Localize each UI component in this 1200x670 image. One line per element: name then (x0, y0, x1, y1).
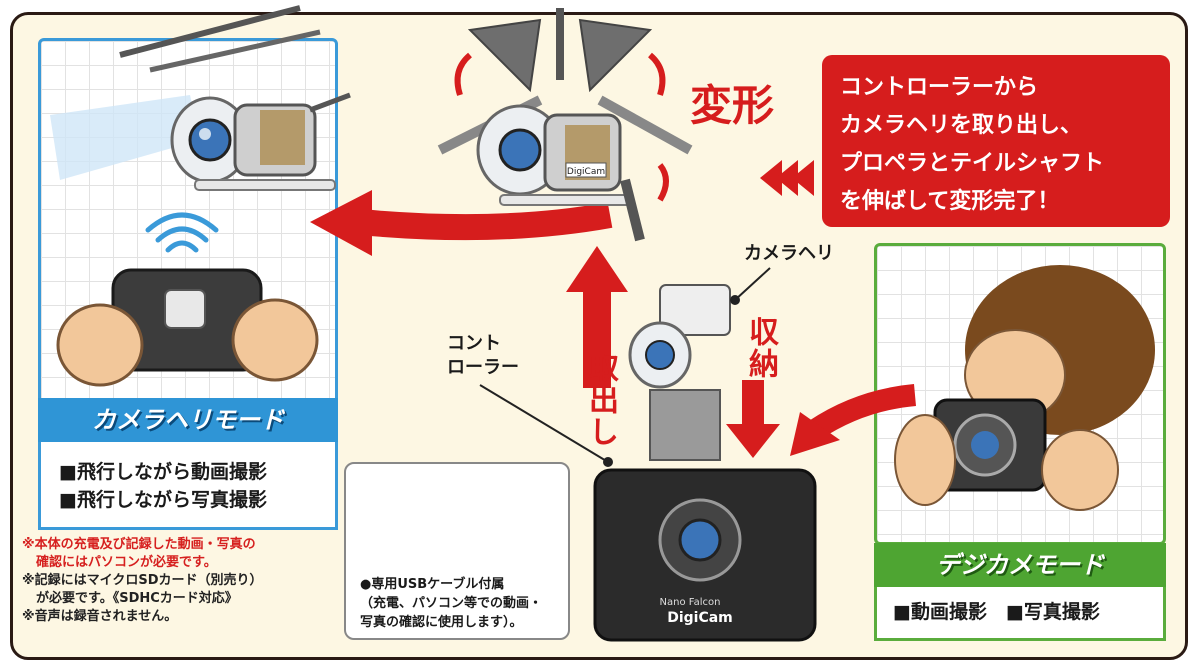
wireless-signal-icon (145, 212, 219, 253)
controller-label-line: ローラー (447, 357, 519, 378)
transform-description-box: コントローラーから カメラヘリを取り出し、 プロペラとテイルシャフト を伸ばして… (822, 55, 1170, 227)
device-brand-bottom: DigiCam (667, 610, 733, 626)
controller-hands-illustration (56, 268, 319, 387)
camera-heli-mode-features: ■飛行しながら動画撮影 ■飛行しながら写真撮影 (38, 442, 338, 530)
person-with-camera-illustration (894, 265, 1155, 511)
usb-cable-box (344, 462, 570, 640)
device-brand-top: Nano Falcon (660, 597, 721, 608)
store-arrow (726, 380, 780, 458)
feature-item: ■飛行しながら写真撮影 (59, 489, 267, 511)
camera-heli-label: カメラヘリ (744, 243, 834, 264)
take-out-label: 取出し (583, 352, 618, 448)
note-line: ※本体の充電及び記録した動画・写真の (22, 537, 256, 552)
chevron-arrows (760, 160, 814, 196)
transform-desc-line: を伸ばして変形完了！ (840, 189, 1060, 214)
note-line: ※音声は録音されません。 (22, 609, 178, 624)
note-line: 確認にはパソコンが必要です。 (36, 555, 217, 570)
camera-to-device-arrow (790, 384, 917, 456)
heli-badge-text: DigiCam (567, 167, 605, 177)
camera-heli-mode-title: カメラヘリモード (38, 398, 338, 442)
controller-base-device: Nano Falcon DigiCam (593, 468, 817, 642)
usb-line: （充電、パソコン等での動画・ (360, 596, 543, 611)
leader-lines (479, 267, 771, 467)
note-line: が必要です。《SDHCカード対応》 (36, 591, 238, 606)
digicam-mode-features: ■動画撮影 ■写真撮影 (874, 587, 1166, 641)
flying-heli-illustration (50, 5, 351, 191)
usb-title: ●専用USBケーブル付属 (360, 577, 505, 592)
docked-heli-illustration (628, 284, 731, 461)
transform-desc-line: プロペラとテイルシャフト (840, 151, 1105, 176)
take-out-arrow (566, 246, 628, 388)
feature-item: ■飛行しながら動画撮影 (59, 461, 267, 483)
transformed-heli-illustration: DigiCam (437, 8, 693, 242)
note-line: ※記録にはマイクロSDカード（別売り） (22, 573, 263, 588)
transform-desc-line: コントローラーから (840, 75, 1039, 100)
usb-line: 写真の確認に使用します）。 (360, 615, 523, 630)
rotation-arrows (454, 52, 669, 202)
controller-label: コント ローラー (447, 332, 519, 380)
transform-title: 変形 (690, 81, 775, 130)
transform-to-heli-arrow (310, 190, 613, 256)
digicam-mode-title: デジカメモード (874, 543, 1166, 587)
notes-block: ※本体の充電及び記録した動画・写真の 確認にはパソコンが必要です。 ※記録にはマ… (22, 536, 352, 626)
transform-desc-line: カメラヘリを取り出し、 (840, 113, 1083, 138)
usb-cable-text: ●専用USBケーブル付属 （充電、パソコン等での動画・ 写真の確認に使用します）… (360, 575, 570, 632)
store-label: 収納 (743, 316, 778, 380)
controller-label-line: コント (447, 333, 501, 354)
